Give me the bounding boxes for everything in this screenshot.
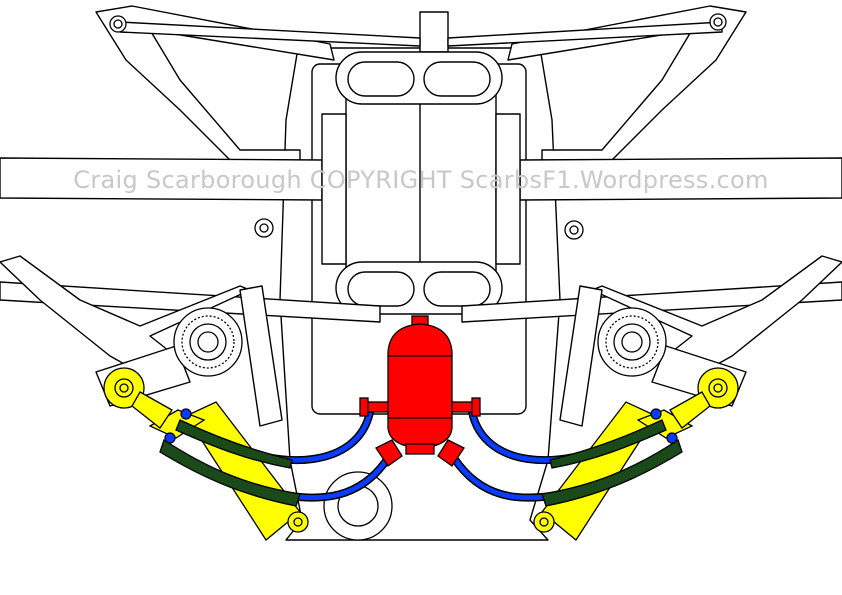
right-damper: [533, 367, 739, 541]
left-side-block: [321, 113, 347, 265]
pressure-accumulator-icon: [359, 315, 481, 467]
right-strut: [559, 285, 603, 427]
center-housing: [345, 89, 497, 277]
left-upper-arm: [0, 157, 323, 201]
bolt-mid-right: [564, 220, 584, 240]
hose-fitting: [666, 432, 678, 444]
upper-oval-slot-left: [347, 61, 415, 97]
upper-oval-slot-right: [423, 61, 491, 97]
hydraulic-cylinder-icon: [103, 367, 309, 541]
hose-fitting: [164, 432, 176, 444]
accumulator: [359, 315, 481, 467]
bolt-top-right: [709, 13, 727, 31]
hydraulic-cylinder-icon: [533, 367, 739, 541]
right-upper-arm: [519, 157, 842, 201]
lower-oval-slot-left: [347, 271, 415, 307]
left-damper: [103, 367, 309, 541]
drive-flange-hub: [323, 471, 393, 541]
right-side-block: [495, 113, 521, 265]
bolt-top-left: [109, 15, 127, 33]
central-post: [419, 11, 449, 53]
hose-fitting: [180, 408, 192, 420]
right-bearing: [597, 307, 667, 377]
left-upper-frame: [95, 5, 335, 167]
right-upper-frame: [507, 5, 747, 167]
left-bearing: [173, 307, 243, 377]
lower-oval-slot-right: [423, 271, 491, 307]
hose-fitting: [650, 408, 662, 420]
left-strut: [239, 285, 283, 427]
bolt-mid-left: [254, 218, 274, 238]
